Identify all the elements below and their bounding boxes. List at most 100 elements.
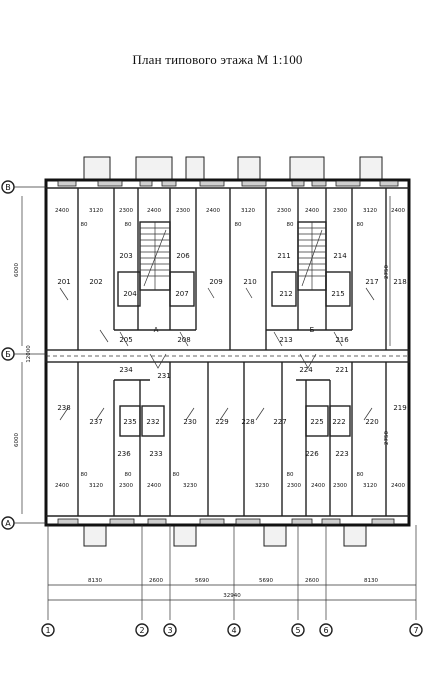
door-mark-4: 80 (287, 222, 294, 228)
door-mark-5: 80 (357, 222, 364, 228)
room-214: 214 (333, 252, 347, 260)
axis-row-bottom: А (5, 519, 11, 528)
axis-col-4: 4 (231, 626, 236, 635)
left-dim-2: 6000 (14, 433, 20, 447)
room-236: 236 (117, 450, 131, 458)
room-228: 228 (241, 418, 254, 426)
dim-top-1: 2400 (55, 208, 69, 214)
room-212: 212 (279, 290, 292, 298)
room-232: 232 (146, 418, 159, 426)
room-221: 221 (335, 366, 348, 374)
dim-top-4: 2400 (147, 208, 161, 214)
room-234: 234 (119, 366, 133, 374)
room-231: 231 (157, 372, 170, 380)
axis-col-6: 6 (323, 626, 328, 635)
axis-col-3: 3 (167, 626, 172, 635)
bay-top-4 (237, 156, 261, 180)
dim-bottom-4: 2400 (147, 483, 161, 489)
dim-top-10: 2300 (333, 208, 347, 214)
dim-top-9: 2400 (305, 208, 319, 214)
window-strip-bottom (46, 515, 409, 525)
room-222: 222 (332, 418, 345, 426)
bay-bottom-4 (343, 525, 367, 547)
dim-top-5: 2300 (176, 208, 190, 214)
room-220: 220 (365, 418, 378, 426)
right-dim-1: 2750 (384, 265, 390, 279)
room-230: 230 (183, 418, 196, 426)
dim-top-11: 3120 (363, 208, 377, 214)
room-201: 201 (57, 278, 70, 286)
room-235: 235 (123, 418, 136, 426)
room-238: 238 (57, 404, 70, 412)
dim-bottom-8: 2400 (311, 483, 325, 489)
room-209: 209 (209, 278, 222, 286)
room-202: 202 (89, 278, 102, 286)
room-218: 218 (393, 278, 406, 286)
axis-lines (14, 186, 417, 620)
door-mark-7: 80 (125, 472, 132, 478)
room-217: 217 (365, 278, 378, 286)
left-dim-1: 6000 (14, 263, 20, 277)
axis-bubbles (1, 180, 423, 637)
axis-col-7: 7 (413, 626, 418, 635)
room-225: 225 (310, 418, 323, 426)
room-213: 213 (279, 336, 292, 344)
page-title: План типового этажа М 1:100 (132, 52, 303, 67)
stair-right (297, 221, 327, 291)
room-227: 227 (273, 418, 286, 426)
room-206: 206 (176, 252, 190, 260)
bay-top-3 (185, 156, 205, 180)
span-dim-1: 8130 (88, 578, 102, 584)
dim-bottom-2: 3120 (89, 483, 103, 489)
bay-top-1 (83, 156, 111, 180)
axis-col-1: 1 (45, 626, 50, 635)
outer-walls (44, 178, 411, 527)
span-dim-4: 5690 (259, 578, 273, 584)
bay-bottom-3 (263, 525, 287, 547)
bay-top-6 (359, 156, 383, 180)
span-dim-2: 2600 (149, 578, 163, 584)
room-210: 210 (243, 278, 256, 286)
bottom-bay-projections (83, 525, 367, 547)
span-dim-6: 8130 (364, 578, 378, 584)
dim-bottom-1: 2400 (55, 483, 69, 489)
door-mark-9: 80 (287, 472, 294, 478)
dim-bottom-6: 3230 (255, 483, 269, 489)
window-strip-top (46, 180, 409, 189)
total-length-dim: 32940 (223, 593, 241, 599)
stair-label-left: А (154, 326, 159, 334)
room-237: 237 (89, 418, 102, 426)
room-224: 224 (299, 366, 313, 374)
bay-bottom-2 (173, 525, 197, 547)
axis-col-2: 2 (139, 626, 144, 635)
stair-left (139, 221, 171, 291)
door-mark-2: 80 (125, 222, 132, 228)
dim-top-8: 2300 (277, 208, 291, 214)
door-mark-3: 80 (235, 222, 242, 228)
room-229: 229 (215, 418, 228, 426)
dim-bottom-10: 3120 (363, 483, 377, 489)
axis-row-top: В (5, 183, 11, 192)
axis-row-middle: Б (5, 350, 11, 359)
dim-top-7: 3120 (241, 208, 255, 214)
door-mark-1: 80 (81, 222, 88, 228)
room-233: 233 (149, 450, 162, 458)
dim-bottom-3: 2300 (119, 483, 133, 489)
dim-bottom-7: 2300 (287, 483, 301, 489)
room-215: 215 (331, 290, 344, 298)
room-223: 223 (335, 450, 348, 458)
dim-bottom-11: 2400 (391, 483, 405, 489)
room-219: 219 (393, 404, 406, 412)
span-dim-5: 2600 (305, 578, 319, 584)
dim-bottom-9: 2300 (333, 483, 347, 489)
room-204: 204 (123, 290, 137, 298)
door-swings (59, 287, 375, 421)
dim-top-6: 2400 (206, 208, 220, 214)
door-mark-10: 80 (357, 472, 364, 478)
axis-col-5: 5 (295, 626, 300, 635)
bay-top-5 (289, 156, 325, 180)
span-dim-3: 5690 (195, 578, 209, 584)
partitions-bottom (77, 362, 387, 516)
door-mark-8: 80 (173, 472, 180, 478)
